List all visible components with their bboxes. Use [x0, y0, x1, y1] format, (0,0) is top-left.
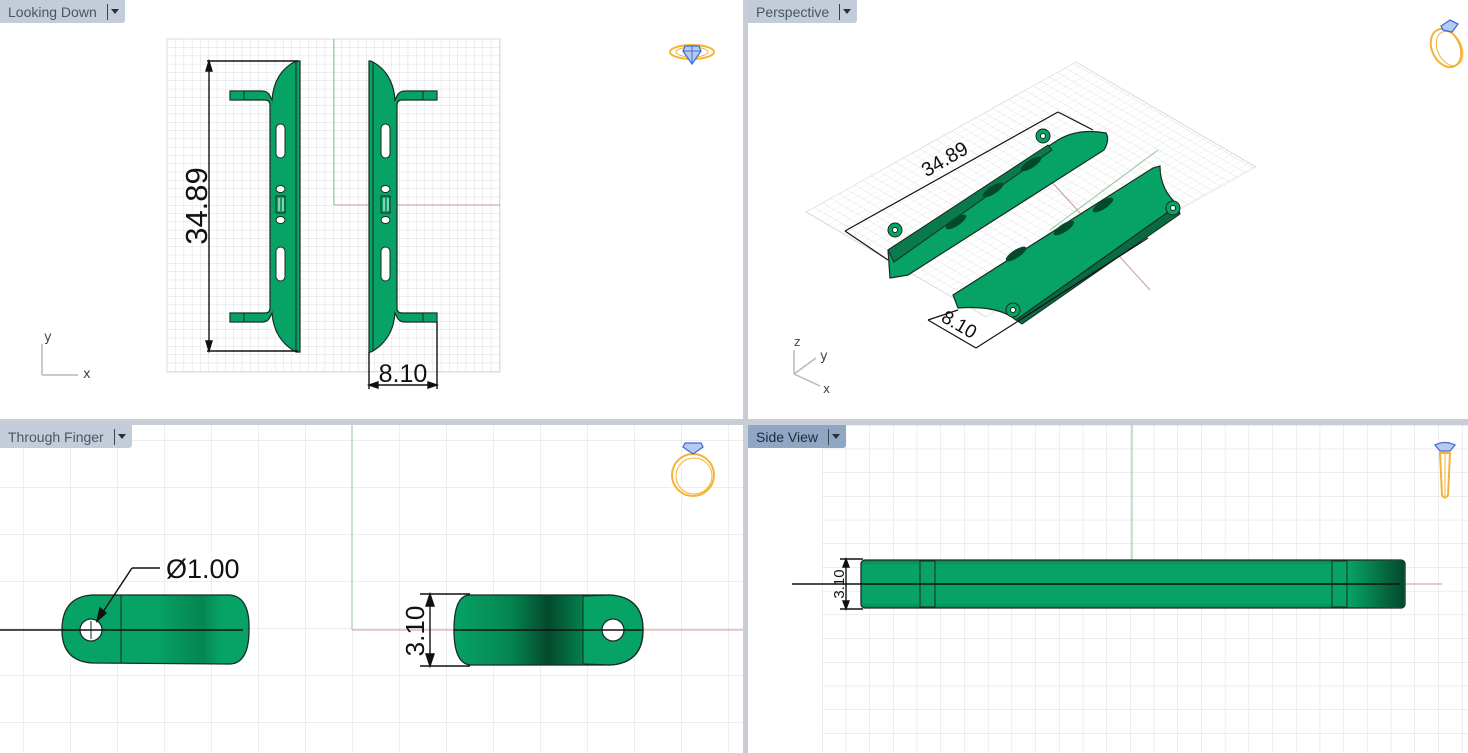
axis-label-x: x: [83, 367, 91, 382]
part-profile-left: [0, 594, 250, 665]
ring-gem-icon: [671, 442, 715, 497]
front-view-canvas[interactable]: Ø1.00 3.10: [0, 425, 743, 753]
part-side-profile: [792, 559, 1406, 609]
axis-label-x: x: [823, 382, 830, 396]
part-left: [229, 60, 301, 353]
ring-gem-icon: [1429, 19, 1464, 69]
tab-separator: [106, 3, 108, 20]
part-profile-right: [453, 594, 644, 666]
axis-label-y: y: [820, 349, 828, 364]
dimension-height: [420, 591, 470, 669]
viewport-perspective[interactable]: Perspective: [748, 0, 1468, 419]
dimension-width: [927, 237, 1149, 349]
axis-indicator: [793, 350, 821, 387]
dimension-height-label: 3.10: [831, 569, 848, 598]
axis-indicator: [41, 344, 78, 376]
caret-down-icon[interactable]: [843, 9, 852, 14]
dimension-width: [366, 322, 440, 389]
dimension-height: [840, 557, 863, 611]
tab-separator: [828, 428, 830, 445]
viewport-looking-down[interactable]: Looking Down: [0, 0, 743, 419]
dimension-diameter-label: Ø1.00: [166, 554, 240, 584]
dimension-height-label: 3.10: [400, 606, 430, 657]
side-view-canvas[interactable]: 3.10: [748, 425, 1468, 753]
part-back: [887, 128, 1109, 279]
axis-label-y: y: [44, 330, 52, 345]
caret-down-icon[interactable]: [110, 9, 119, 14]
viewport-title: Through Finger: [8, 428, 104, 445]
viewport-tab-perspective[interactable]: Perspective: [748, 0, 858, 23]
perspective-canvas[interactable]: 34.89 8.10 z y x: [748, 0, 1468, 419]
viewport-title: Perspective: [756, 3, 830, 20]
viewport-title: Looking Down: [8, 3, 97, 20]
viewport-tab-side-view[interactable]: Side View: [748, 425, 847, 448]
top-view-canvas[interactable]: 34.89 8.10 y x: [0, 0, 743, 419]
dimension-length-label: 34.89: [179, 167, 214, 245]
part-right: [368, 60, 438, 353]
dimension-diameter: [95, 567, 160, 623]
viewport-tab-through-finger[interactable]: Through Finger: [0, 425, 132, 448]
tab-separator: [113, 428, 115, 445]
viewport-title: Side View: [756, 428, 819, 445]
viewport-side-view[interactable]: Side View: [748, 425, 1468, 753]
caret-down-icon[interactable]: [117, 434, 126, 439]
ring-gem-icon: [669, 44, 715, 66]
caret-down-icon[interactable]: [832, 434, 841, 439]
axis-label-z: z: [794, 335, 800, 349]
y-axis-line: [1049, 149, 1159, 231]
construction-grid: [0, 425, 743, 753]
dimension-length: [844, 111, 1094, 261]
ring-gem-icon: [1433, 441, 1457, 499]
viewport-through-finger[interactable]: Through Finger: [0, 425, 743, 753]
tab-separator: [839, 3, 841, 20]
dimension-length: [205, 58, 298, 354]
dimension-width-label: 8.10: [379, 360, 428, 388]
part-front: [952, 165, 1181, 325]
viewport-tab-looking-down[interactable]: Looking Down: [0, 0, 125, 23]
